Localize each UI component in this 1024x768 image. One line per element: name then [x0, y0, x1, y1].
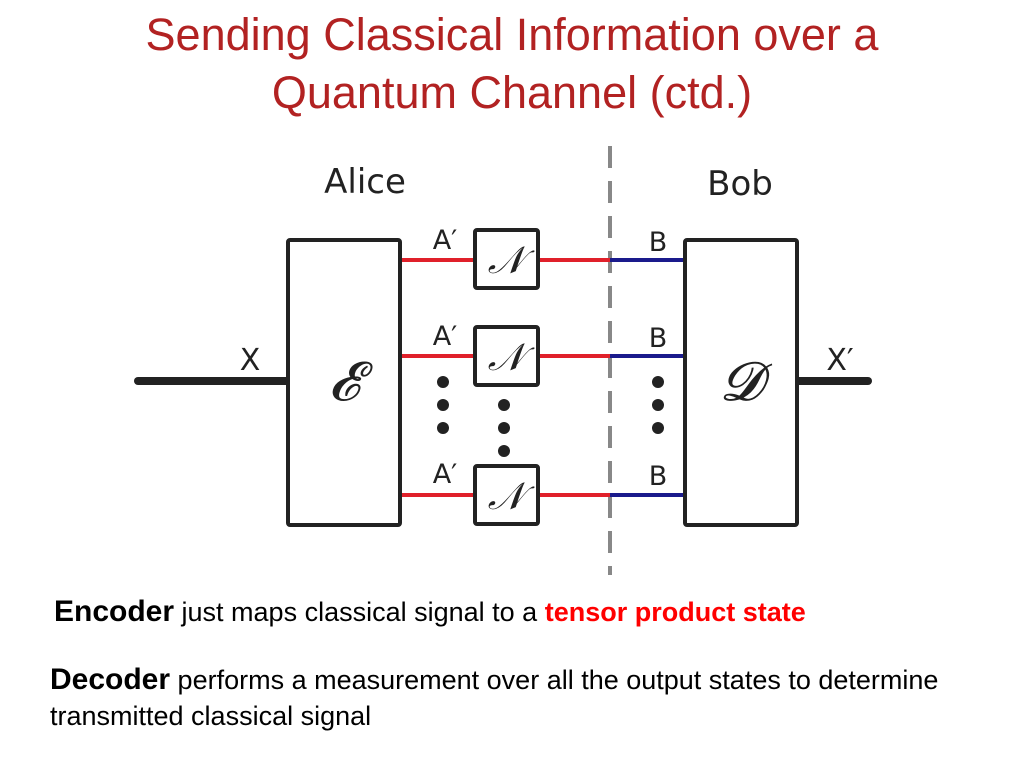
- alice-ellipsis: [437, 376, 449, 434]
- channel-ellipsis: [498, 399, 510, 457]
- output-label: X′: [826, 343, 854, 378]
- encoder-box: [286, 238, 402, 527]
- input-label: X: [240, 343, 261, 378]
- encoder-term: Encoder: [54, 595, 175, 628]
- decoder-box: [683, 238, 799, 527]
- alice-label: Alice: [324, 162, 406, 202]
- title-line-2: Quantum Channel (ctd.): [271, 67, 753, 118]
- encoder-description: just maps classical signal to a: [174, 597, 545, 627]
- wire-label-b-3: B: [649, 461, 668, 492]
- slide-title: Sending Classical Information over a Qua…: [0, 6, 1024, 122]
- tensor-product-highlight: tensor product state: [544, 597, 806, 627]
- bob-ellipsis: [652, 376, 664, 434]
- channel-box-3: [473, 464, 540, 526]
- decoder-caption: Decoder performs a measurement over all …: [50, 662, 1000, 734]
- encoder-caption: Encoder just maps classical signal to a …: [54, 594, 1024, 630]
- wire-label-a-1: A′: [433, 225, 458, 256]
- channel-box-2: [473, 325, 540, 387]
- title-line-1: Sending Classical Information over a: [145, 9, 879, 60]
- wire-label-b-2: B: [649, 323, 668, 354]
- wire-label-a-2: A′: [433, 321, 458, 352]
- channel-box-1: [473, 228, 540, 290]
- wire-label-b-1: B: [649, 227, 668, 258]
- wire-label-a-3: A′: [433, 459, 458, 490]
- decoder-description: performs a measurement over all the outp…: [50, 665, 939, 731]
- bob-label: Bob: [707, 164, 773, 204]
- decoder-term: Decoder: [50, 663, 171, 696]
